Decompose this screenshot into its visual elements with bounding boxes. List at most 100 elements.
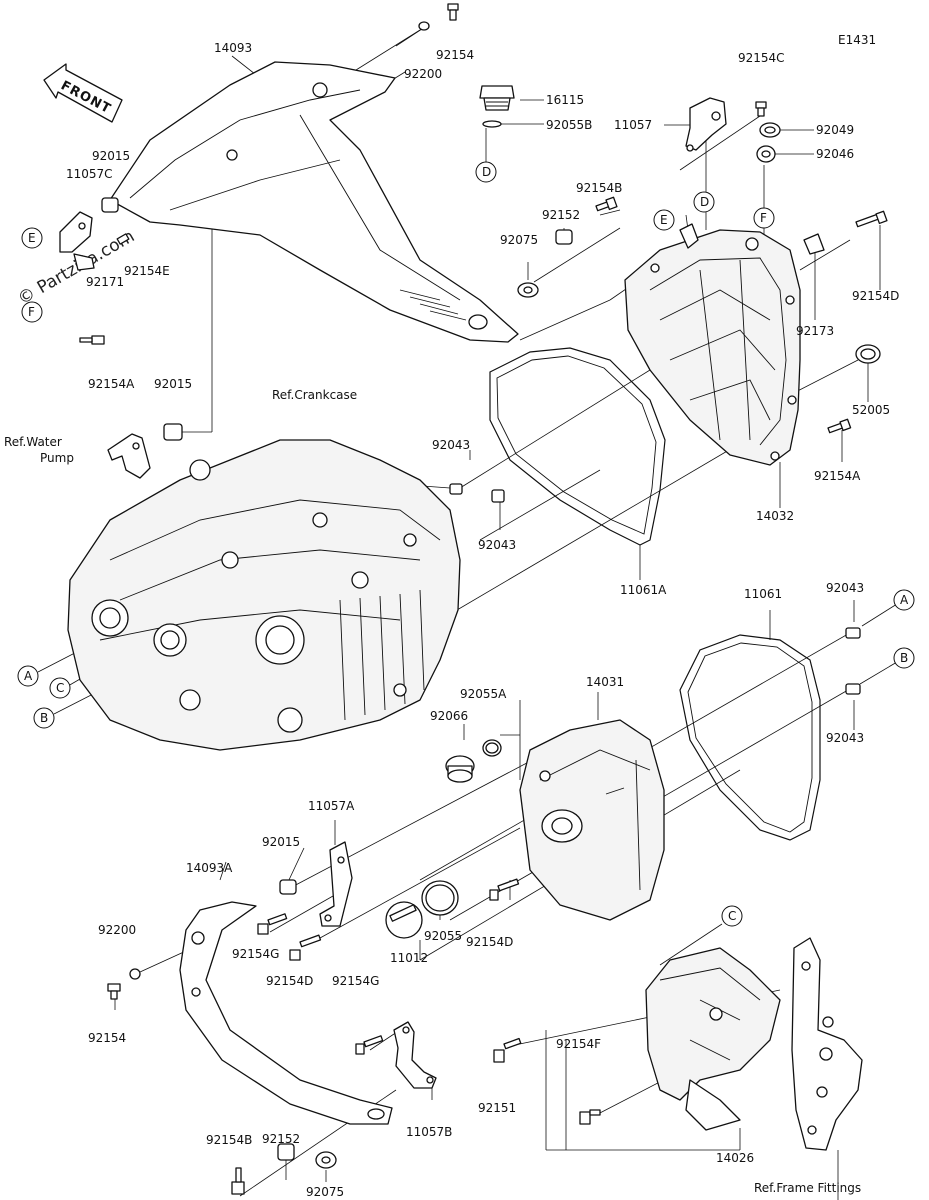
part-92200-washer-top	[418, 21, 430, 31]
part-92015-dowel-bot	[279, 879, 297, 895]
part-92066-plug	[445, 755, 475, 783]
part-11061A-gasket	[489, 347, 666, 546]
label-92154A-right: 92154A	[814, 469, 861, 483]
part-11057C-bracket	[59, 211, 93, 253]
part-92154D-bolt-mid	[489, 878, 520, 901]
label-ref-water-1: Ref.Water	[4, 435, 62, 449]
label-92154A-left: 92154A	[88, 377, 135, 391]
label-92015-bot: 92015	[262, 835, 300, 849]
part-92043-dowel-b	[491, 489, 505, 503]
svg-text:E: E	[660, 213, 668, 227]
part-92015-dowel-top	[101, 197, 119, 213]
part-92075-grommet-top	[517, 282, 539, 298]
label-92154F: 92154F	[556, 1037, 601, 1051]
label-92043-c: 92043	[826, 581, 864, 595]
ref-marker-C-left: C	[49, 677, 71, 699]
label-11061A: 11061A	[620, 583, 667, 597]
label-92015-mid: 92015	[154, 377, 192, 391]
part-52005-seal	[855, 344, 881, 364]
label-92049: 92049	[816, 123, 854, 137]
part-92154A-bolt-left	[79, 335, 105, 345]
label-11012: 11012	[390, 951, 428, 965]
part-92154E-bolt	[116, 233, 130, 245]
ref-marker-C-bottom: C	[721, 905, 743, 927]
part-labels: 14093 92154 92200 16115 92055B 11057 921…	[4, 41, 899, 1199]
part-14093A-lower-cover	[179, 901, 393, 1125]
water-pump-bracket	[107, 433, 151, 479]
svg-text:D: D	[482, 165, 491, 179]
svg-text:F: F	[28, 305, 35, 319]
ref-marker-D-right: D	[693, 191, 715, 213]
label-92066: 92066	[430, 709, 468, 723]
label-92154C: 92154C	[738, 51, 785, 65]
part-92171-clamp	[73, 253, 95, 271]
part-92043-dowel-d	[845, 683, 861, 695]
svg-text:C: C	[728, 909, 736, 923]
part-92154A-bolt-right	[827, 418, 852, 434]
label-14093A: 14093A	[186, 861, 233, 875]
label-ref-water-2: Pump	[40, 451, 74, 465]
part-92154D-bolt-bot	[289, 934, 322, 961]
label-11057: 11057	[614, 118, 652, 132]
diagram-code: E1431	[838, 33, 876, 47]
part-14026-sprocket-cover	[645, 947, 781, 1131]
label-92154G-a: 92154G	[232, 947, 279, 961]
label-92154B-top: 92154B	[576, 181, 622, 195]
svg-text:E: E	[28, 231, 36, 245]
part-14031-generator-cover	[519, 719, 665, 921]
label-14031: 14031	[586, 675, 624, 689]
part-11012-cap	[385, 901, 423, 939]
part-92154C-bolt	[755, 101, 767, 117]
label-11057A: 11057A	[308, 799, 355, 813]
part-92154-bolt-bot	[107, 983, 121, 1000]
label-92171: 92171	[86, 275, 124, 289]
label-92154E: 92154E	[124, 264, 170, 278]
ref-marker-E-left: E	[21, 227, 43, 249]
ref-marker-F-left: F	[21, 301, 43, 323]
label-92043-a: 92043	[432, 438, 470, 452]
label-11061: 11061	[744, 587, 782, 601]
label-11057B: 11057B	[406, 1125, 452, 1139]
label-ref-frame: Ref.Frame Fittings	[754, 1181, 861, 1195]
part-92154B-bolt-bot	[231, 1167, 245, 1195]
part-92043-dowel-a	[449, 483, 463, 495]
label-92151: 92151	[478, 1101, 516, 1115]
part-14093-upper-cover	[109, 61, 519, 343]
label-92154G-b: 92154G	[332, 974, 379, 988]
label-14093: 14093	[214, 41, 252, 55]
label-92055: 92055	[424, 929, 462, 943]
part-92055B-oring	[482, 120, 502, 128]
ref-marker-A-left: A	[17, 665, 39, 687]
ref-marker-F-right: F	[753, 207, 775, 229]
part-92154F-bolt	[579, 1109, 601, 1125]
part-92015-dowel-mid	[163, 423, 183, 441]
svg-text:A: A	[900, 593, 909, 607]
label-92055A: 92055A	[460, 687, 507, 701]
label-92154D-bot: 92154D	[266, 974, 313, 988]
label-92154D-mid: 92154D	[466, 935, 513, 949]
ref-marker-E-top: E	[653, 209, 675, 231]
part-92154G-bolt-a	[257, 913, 288, 935]
part-92055A-oring	[482, 739, 502, 757]
label-92046: 92046	[816, 147, 854, 161]
svg-text:B: B	[900, 651, 908, 665]
part-92173-clamp	[803, 233, 825, 255]
label-92043-d: 92043	[826, 731, 864, 745]
ref-marker-A-right: A	[893, 589, 915, 611]
label-52005: 52005	[852, 403, 890, 417]
label-92055B: 92055B	[546, 118, 592, 132]
label-92200-top: 92200	[404, 67, 442, 81]
label-16115: 16115	[546, 93, 584, 107]
label-14032: 14032	[756, 509, 794, 523]
part-92154G-bolt-b	[355, 1035, 384, 1055]
part-11057A-bracket	[319, 841, 353, 927]
part-92152-collar-bot	[277, 1143, 295, 1161]
label-92173: 92173	[796, 324, 834, 338]
label-92200-bot: 92200	[98, 923, 136, 937]
part-92151-bolt	[493, 1037, 522, 1063]
label-92152-top: 92152	[542, 208, 580, 222]
part-92152-collar-top	[555, 229, 573, 245]
front-arrow-icon: FRONT	[43, 63, 123, 123]
part-92043-dowel-c	[845, 627, 861, 639]
